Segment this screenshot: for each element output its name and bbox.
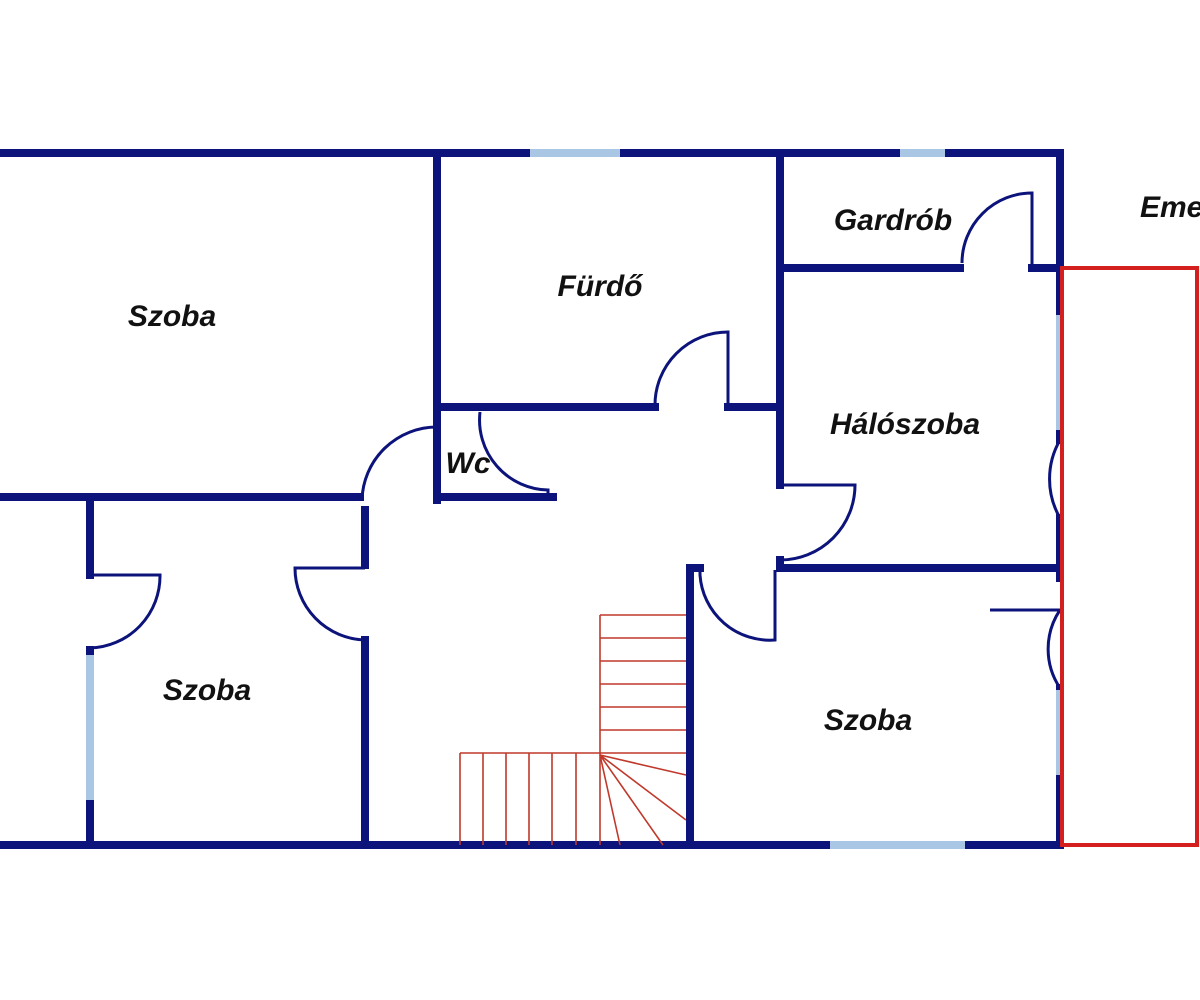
room-label-furdo: Fürdő [558,270,645,303]
room-label-gardrob: Gardrób [834,204,952,237]
room-label-wc: Wc [446,447,491,480]
room-label-haloszoba: Hálószoba [830,408,980,441]
walls [0,149,1064,849]
room-label-szoba: Szoba [163,674,251,707]
balcony-outline [1060,266,1199,847]
room-label-szoba: Szoba [824,704,912,737]
doors [89,191,1062,689]
room-labels: Szoba Fürdő Gardrób Hálószoba Wc Szoba S… [128,191,1200,737]
room-label-emelet: Eme [1140,191,1200,224]
staircase [459,614,687,846]
room-label-szoba: Szoba [128,300,216,333]
